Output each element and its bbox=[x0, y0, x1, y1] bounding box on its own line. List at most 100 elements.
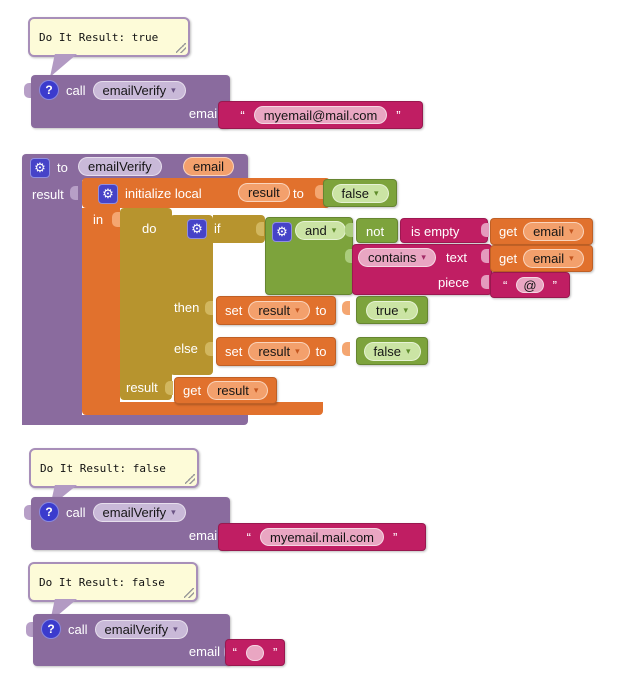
is-empty-block[interactable]: is empty bbox=[400, 218, 488, 243]
param-label: email bbox=[188, 528, 220, 543]
string-value-field[interactable]: myemail.mail.com bbox=[259, 528, 384, 546]
dropdown-icon: ▾ bbox=[253, 385, 259, 395]
set-variable-block[interactable]: set result ▾ to bbox=[216, 296, 336, 325]
initialize-local-bottom-bar[interactable] bbox=[82, 402, 323, 415]
dropdown-icon: ▾ bbox=[295, 305, 300, 315]
logic-op-dropdown[interactable]: and ▾ bbox=[295, 221, 347, 240]
question-icon[interactable]: ? bbox=[39, 502, 59, 522]
initialize-local-left-column[interactable] bbox=[82, 208, 120, 402]
text-string-block[interactable]: “ ” bbox=[225, 639, 285, 666]
do-label: do bbox=[142, 221, 157, 236]
dropdown-icon: ▾ bbox=[331, 225, 337, 235]
boolean-label: true bbox=[376, 302, 399, 318]
gear-icon[interactable]: ⚙ bbox=[272, 222, 292, 242]
variable-dropdown[interactable]: result ▾ bbox=[248, 342, 310, 361]
procedure-left-column[interactable] bbox=[22, 180, 82, 425]
do-it-result-bubble[interactable]: Do It Result: true bbox=[28, 17, 190, 57]
call-procedure-block[interactable]: ? call emailVerify ▾ email bbox=[33, 614, 230, 666]
quote-open-icon: “ bbox=[246, 529, 251, 545]
dropdown-icon: ▾ bbox=[421, 252, 426, 262]
quote-close-icon: ” bbox=[552, 277, 557, 293]
socket-bump bbox=[481, 223, 489, 237]
get-variable-block[interactable]: get email ▾ bbox=[490, 245, 593, 272]
variable-dropdown[interactable]: email ▾ bbox=[523, 222, 584, 241]
local-var-field[interactable]: result bbox=[238, 183, 290, 202]
do-it-result-bubble[interactable]: Do It Result: false bbox=[28, 562, 198, 602]
resize-handle-icon[interactable] bbox=[184, 588, 194, 598]
get-variable-block[interactable]: get result ▾ bbox=[174, 377, 278, 404]
output-plug bbox=[24, 83, 33, 98]
text-string-block[interactable]: “ myemail@mail.com ” bbox=[218, 101, 423, 129]
to-label: to bbox=[315, 344, 327, 359]
contains-op-dropdown[interactable]: contains ▾ bbox=[358, 248, 436, 267]
plug-bump bbox=[112, 212, 121, 227]
procedure-name-dropdown[interactable]: emailVerify ▾ bbox=[92, 80, 186, 100]
text-string-block[interactable]: “ @ ” bbox=[490, 272, 570, 298]
set-variable-block[interactable]: set result ▾ to bbox=[216, 337, 336, 366]
bubble-tail bbox=[50, 54, 77, 77]
socket-bump bbox=[342, 301, 350, 315]
quote-close-icon: ” bbox=[393, 529, 398, 545]
to-label: to bbox=[57, 160, 68, 175]
dropdown-icon: ▾ bbox=[373, 187, 379, 198]
boolean-dropdown[interactable]: false ▾ bbox=[331, 183, 389, 203]
is-empty-label: is empty bbox=[411, 224, 460, 239]
then-label: then bbox=[174, 300, 200, 315]
boolean-dropdown[interactable]: true ▾ bbox=[366, 300, 418, 320]
procedure-name-label: emailVerify bbox=[104, 621, 169, 637]
not-block[interactable]: not bbox=[356, 218, 398, 243]
quote-open-icon: “ bbox=[503, 277, 508, 293]
boolean-false-block[interactable]: false ▾ bbox=[323, 179, 397, 207]
string-value-field[interactable]: myemail@mail.com bbox=[253, 106, 388, 124]
socket-bump bbox=[345, 249, 353, 263]
resize-handle-icon[interactable] bbox=[176, 43, 186, 53]
get-variable-block[interactable]: get email ▾ bbox=[490, 218, 593, 245]
boolean-label: false bbox=[373, 343, 401, 359]
text-string-block[interactable]: “ myemail.mail.com ” bbox=[218, 523, 426, 551]
to-label: to bbox=[315, 303, 327, 318]
procedure-name-label: emailVerify bbox=[102, 82, 167, 98]
dropdown-icon: ▾ bbox=[295, 346, 300, 356]
procedure-name-dropdown[interactable]: emailVerify ▾ bbox=[92, 502, 186, 522]
to-label: to bbox=[293, 186, 304, 201]
call-procedure-block[interactable]: ? call emailVerify ▾ email bbox=[31, 497, 230, 550]
set-label: set bbox=[225, 303, 243, 318]
procedure-bottom-bar[interactable] bbox=[22, 415, 248, 425]
string-value-field[interactable] bbox=[246, 644, 264, 661]
procedure-name-field[interactable]: emailVerify bbox=[78, 157, 162, 176]
socket-bump bbox=[256, 222, 264, 236]
do-result-block[interactable] bbox=[120, 208, 172, 400]
call-procedure-block[interactable]: ? call emailVerify ▾ email bbox=[31, 75, 230, 128]
gear-icon[interactable]: ⚙ bbox=[98, 184, 118, 204]
dropdown-icon: ▾ bbox=[173, 623, 178, 634]
initialize-local-label: initialize local bbox=[125, 186, 202, 201]
variable-dropdown[interactable]: result ▾ bbox=[248, 301, 310, 320]
set-label: set bbox=[225, 344, 243, 359]
variable-dropdown[interactable]: result ▾ bbox=[207, 381, 269, 400]
bubble-text: Do It Result: false bbox=[40, 461, 166, 475]
resize-handle-icon[interactable] bbox=[185, 474, 195, 484]
socket-bump bbox=[345, 223, 353, 237]
call-label: call bbox=[68, 621, 88, 637]
dropdown-icon: ▾ bbox=[171, 84, 176, 95]
variable-dropdown[interactable]: email ▾ bbox=[523, 249, 584, 268]
do-result-label: result bbox=[126, 380, 158, 395]
boolean-false-block[interactable]: false ▾ bbox=[356, 337, 428, 365]
question-icon[interactable]: ? bbox=[41, 619, 61, 639]
gear-icon[interactable]: ⚙ bbox=[187, 219, 207, 239]
string-value-field[interactable]: @ bbox=[516, 277, 544, 293]
boolean-label: false bbox=[341, 185, 369, 201]
gear-icon[interactable]: ⚙ bbox=[30, 158, 50, 178]
procedure-name-label: emailVerify bbox=[102, 504, 167, 520]
get-label: get bbox=[499, 224, 518, 239]
call-label: call bbox=[66, 82, 86, 98]
boolean-true-block[interactable]: true ▾ bbox=[356, 296, 428, 324]
boolean-dropdown[interactable]: false ▾ bbox=[363, 341, 421, 361]
param-chip[interactable]: email bbox=[183, 157, 235, 176]
procedure-name-dropdown[interactable]: emailVerify ▾ bbox=[94, 619, 188, 639]
do-it-result-bubble[interactable]: Do It Result: false bbox=[29, 448, 199, 488]
socket-bump bbox=[481, 249, 489, 263]
quote-close-icon: ” bbox=[273, 645, 278, 660]
question-icon[interactable]: ? bbox=[39, 80, 59, 100]
